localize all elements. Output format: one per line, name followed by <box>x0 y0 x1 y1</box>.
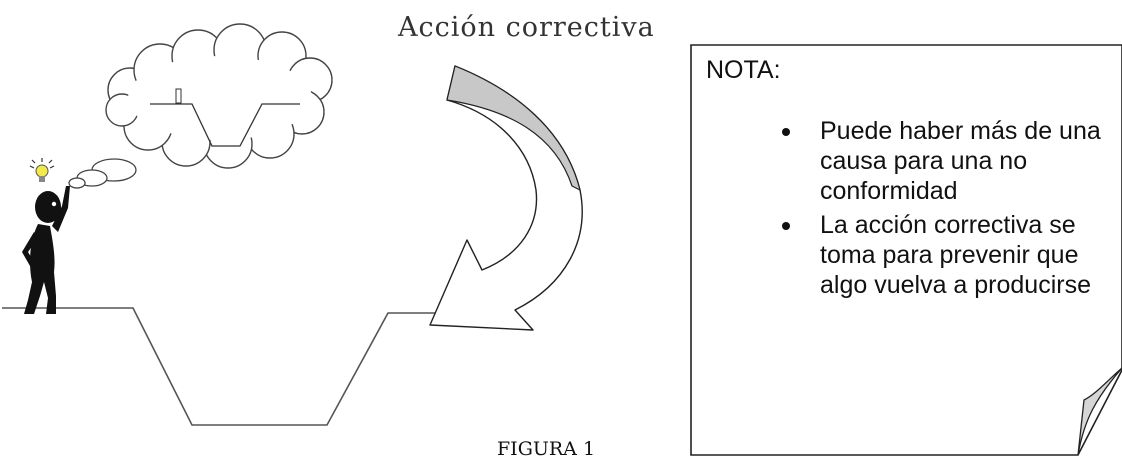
bullet-icon <box>782 222 790 230</box>
person-arm-raised <box>52 186 70 232</box>
ditch-profile <box>2 307 500 426</box>
list-item: Puede haber más de una causa para una no… <box>706 116 1110 206</box>
thought-cloud <box>105 23 333 169</box>
person-eye <box>51 201 57 207</box>
cloud-marker <box>175 88 182 104</box>
note-item-text: Puede haber más de una causa para una no… <box>820 117 1101 205</box>
list-item: La acción correctiva se toma para preven… <box>706 210 1110 300</box>
thought-bubbles <box>68 158 137 189</box>
person-head <box>35 191 61 223</box>
figure-caption: FIGURA 1 <box>497 438 596 460</box>
lightbulb-icon <box>29 158 55 182</box>
cloud-ditch <box>150 103 300 147</box>
person-figure <box>22 186 70 314</box>
bullet-icon <box>782 128 790 136</box>
diagram-title: Acción correctiva <box>398 12 655 43</box>
note-heading: NOTA: <box>706 56 781 84</box>
note-card <box>690 44 1122 456</box>
note-item-text: La acción correctiva se toma para preven… <box>820 211 1091 299</box>
note-list: Puede haber más de una causa para una no… <box>706 116 1110 304</box>
person-arm-hip <box>22 232 38 266</box>
arrow-band-shading <box>446 65 581 191</box>
person-body <box>24 224 56 314</box>
